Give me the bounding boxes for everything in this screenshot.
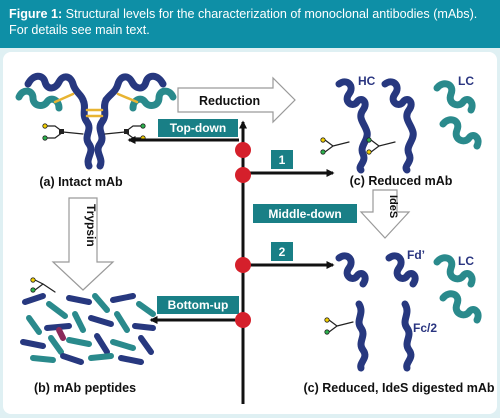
- step1-box: [271, 150, 293, 169]
- reduced-mab-icon: [320, 78, 482, 174]
- topdown-label: Top-down: [170, 121, 226, 135]
- trypsin-label: Trypsin: [84, 204, 98, 247]
- caption-text: Structural levels for the characterizati…: [9, 7, 478, 37]
- mab-diagram: HC LC: [15, 72, 495, 404]
- peptides-icon: [20, 277, 156, 365]
- bottomup-box: [157, 296, 239, 314]
- step1-label: 1: [279, 153, 286, 167]
- caption-label: Figure 1:: [9, 7, 63, 21]
- lc2-label: LC: [458, 254, 474, 268]
- bottomup-label: Bottom-up: [168, 298, 229, 312]
- trypsin-arrow: [51, 197, 115, 291]
- step2-label: 2: [279, 245, 286, 259]
- node-topdown: [235, 142, 251, 158]
- diagram-panel: HC LC: [3, 52, 497, 414]
- hc-label: HC: [358, 74, 376, 88]
- reduction-label: Reduction: [199, 94, 260, 108]
- intact-mab-icon: [15, 72, 177, 170]
- reduction-arrow: [177, 76, 296, 124]
- node-step2: [235, 257, 251, 273]
- lc-label: LC: [458, 74, 474, 88]
- middledown-label: Middle-down: [268, 207, 341, 221]
- reduced-mab-label: (c) Reduced mAb: [350, 174, 453, 188]
- fc2-label: Fc/2: [413, 321, 437, 335]
- ides-digested-icon: [324, 252, 482, 372]
- middledown-box: [253, 204, 357, 223]
- ides-arrow-label: IdeS: [387, 195, 399, 218]
- figure-caption: Figure 1: Structural levels for the char…: [0, 0, 500, 48]
- node-bottomup: [235, 312, 251, 328]
- node-step1: [235, 167, 251, 183]
- step2-box: [271, 242, 293, 261]
- topdown-box: [158, 119, 238, 137]
- ides-arrow: [359, 189, 411, 239]
- fd-label: Fd’: [407, 248, 425, 262]
- intact-mab-label: (a) Intact mAb: [39, 175, 123, 189]
- ides-digested-label: (c) Reduced, IdeS digested mAb: [303, 381, 494, 395]
- peptides-label: (b) mAb peptides: [34, 381, 136, 395]
